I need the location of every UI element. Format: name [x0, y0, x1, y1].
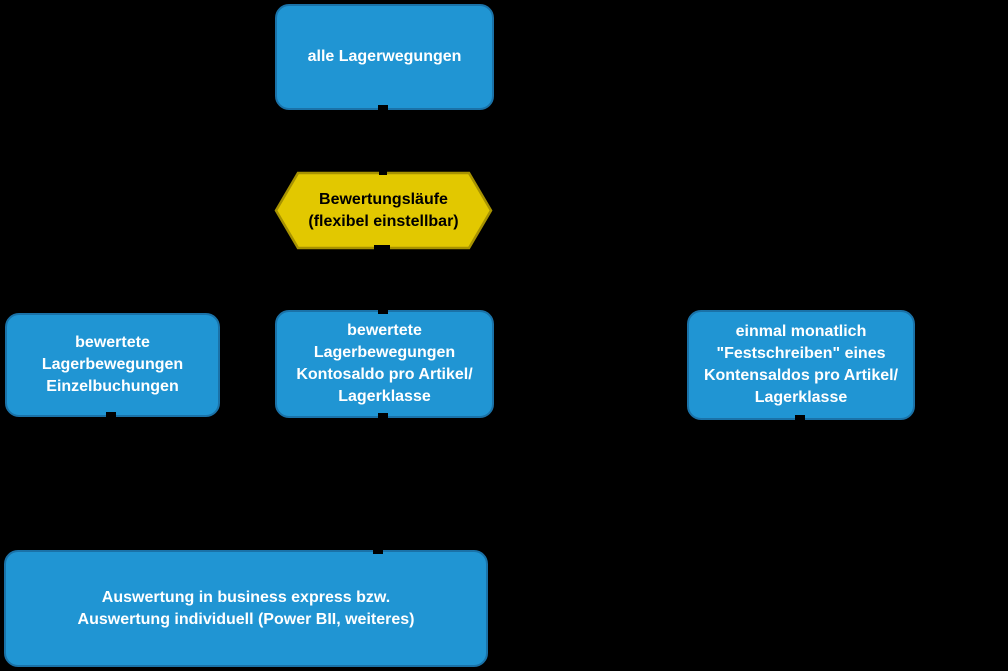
node-valuation-runs-hexagon: Bewertungsläufe (flexibel einstellbar)	[274, 171, 493, 250]
connector-middle-to-bottom	[383, 418, 385, 550]
connector-stub-left-box-bottom	[106, 412, 116, 419]
node-all-stock-movements: alle Lagerwegungen	[275, 4, 494, 110]
connector-stub-top-box-bottom	[378, 105, 388, 112]
connector-stub-hexagon-bottom	[374, 245, 390, 252]
hexagon-shape	[274, 171, 493, 250]
hexagon-label: Bewertungsläufe (flexibel einstellbar)	[308, 190, 459, 230]
node-evaluation: Auswertung in business express bzw. Ausw…	[4, 550, 488, 667]
node-valued-movements-account-balance: bewertete Lagerbewegungen Kontosaldo pro…	[275, 310, 494, 418]
connector-stub-bottom-box-top	[373, 548, 383, 554]
connector-stub-middle-box-bottom	[378, 413, 388, 420]
connector-hexagon-to-middle	[383, 250, 385, 310]
connector-stub-right-box-bottom	[795, 415, 805, 422]
node-monthly-commit: einmal monatlich "Festschreiben" eines K…	[687, 310, 915, 420]
connector-top-to-hexagon	[383, 110, 385, 171]
connector-stub-hexagon-top	[379, 169, 387, 175]
connector-stub-middle-box-top	[378, 308, 388, 314]
node-valued-movements-single-bookings: bewertete Lagerbewegungen Einzelbuchunge…	[5, 313, 220, 417]
